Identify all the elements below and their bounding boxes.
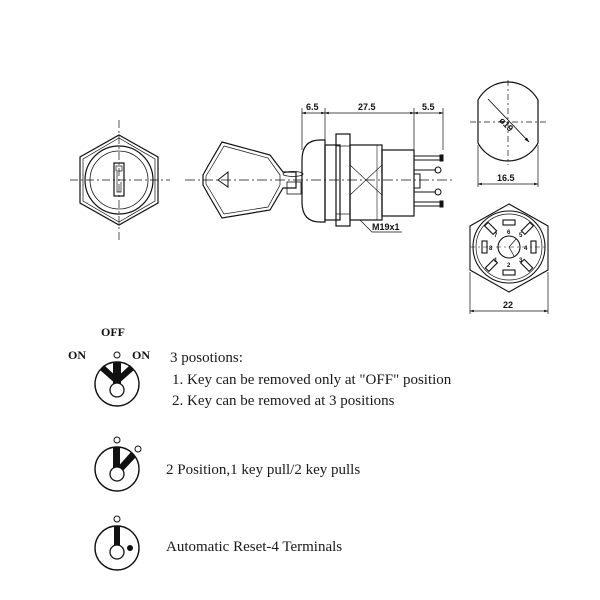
panel-cutout-view <box>470 80 548 187</box>
three-position-line2: 2. Key can be removed at 3 positions <box>172 393 395 409</box>
key-icon <box>202 141 304 219</box>
two-position-symbol <box>94 436 142 492</box>
front-view <box>70 120 170 240</box>
cutout-width-label: 16.5 <box>497 173 515 183</box>
on-right-label: ON <box>132 348 150 362</box>
diameter-label: ø19 <box>497 115 515 133</box>
terminal-pins <box>413 154 444 208</box>
two-position-text: 2 Position,1 key pull/2 key pulls <box>166 462 360 478</box>
pin-7: 7 <box>494 233 498 239</box>
dimension-27-5: 27.5 <box>358 102 376 112</box>
dimension-6-5: 6.5 <box>306 102 319 112</box>
dimension-5-5: 5.5 <box>422 102 435 112</box>
side-view <box>185 108 455 233</box>
rear-width-label: 22 <box>503 300 513 310</box>
keyhole-icon <box>113 162 125 197</box>
off-label: OFF <box>101 325 125 339</box>
pin-5: 5 <box>519 233 523 239</box>
three-position-symbol <box>94 351 140 407</box>
pin-4: 4 <box>524 246 528 252</box>
pin-6: 6 <box>507 230 511 236</box>
side-dimensions <box>301 108 444 233</box>
pin-1: 1 <box>494 258 498 264</box>
auto-reset-symbol <box>94 515 140 571</box>
on-left-label: ON <box>68 348 86 362</box>
rear-view <box>469 203 549 314</box>
pin-2: 2 <box>507 263 511 269</box>
three-position-line1: 1. Key can be removed only at "OFF" posi… <box>172 372 452 388</box>
pin-3: 3 <box>519 258 523 264</box>
thread-label: M19x1 <box>372 222 400 232</box>
pin-8: 8 <box>489 246 493 252</box>
three-position-heading: 3 posotions: <box>170 350 243 366</box>
auto-reset-text: Automatic Reset-4 Terminals <box>166 539 342 555</box>
